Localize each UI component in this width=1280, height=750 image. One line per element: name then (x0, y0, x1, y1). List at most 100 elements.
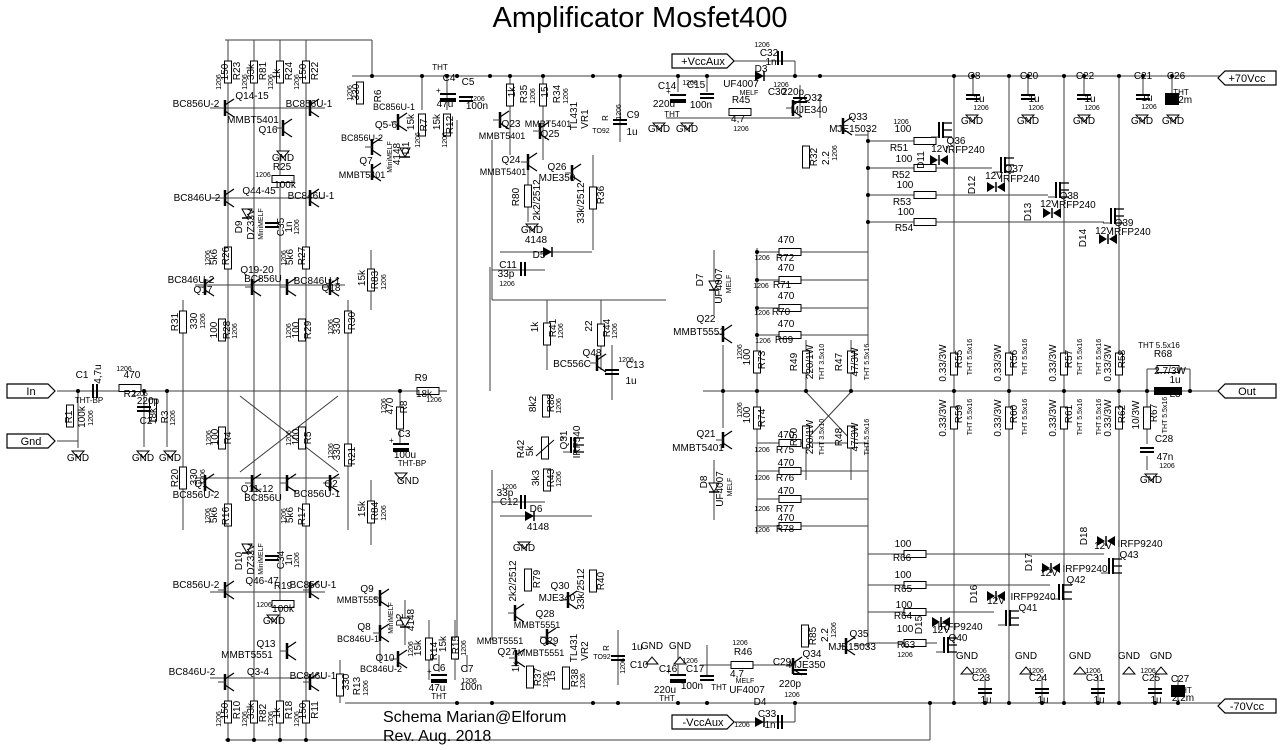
transistor (251, 277, 262, 285)
schematic-label: MJE15033 (828, 642, 876, 653)
schematic-label: 10/3W (1131, 400, 1142, 429)
schematic-label: 4,7 (731, 114, 745, 125)
schematic-label: BC846U-1 (288, 191, 335, 202)
schematic-label: D11 (916, 151, 927, 169)
electrolytic-capacitor (1171, 685, 1185, 697)
schematic-label: C25 (1142, 673, 1161, 684)
schematic-label: 1206 (612, 323, 619, 339)
resistor (802, 145, 810, 169)
schematic-label: Q19-20 (240, 265, 274, 276)
schematic-label: 1n (284, 554, 295, 565)
schematic-label: 1206 (205, 250, 212, 266)
schematic-label: R81 (258, 61, 269, 80)
resistor (778, 276, 802, 284)
credit-author: Schema Marian@Elforum (383, 709, 567, 726)
gnd-icon (1134, 114, 1150, 123)
schematic-label: 47n (1157, 452, 1174, 463)
schematic-label: DZ33V (246, 543, 257, 574)
schematic-label: R29 (303, 320, 314, 339)
schematic-label: 5k (525, 445, 536, 457)
schematic-label: GND (513, 543, 535, 554)
schematic-label: R1 (64, 410, 75, 423)
transistor (309, 200, 320, 208)
gnd-icon (70, 450, 86, 459)
schematic-label: 3k3 (531, 470, 542, 487)
schematic-label: 1u (973, 94, 984, 105)
schematic-label: Q34 (803, 649, 822, 660)
schematic-label: MMBT5551 (518, 648, 565, 658)
transistor (309, 684, 320, 692)
resistor (224, 700, 232, 724)
schematic-label: D18 (1079, 526, 1090, 545)
zener-pair-icon (1107, 536, 1115, 546)
schematic-label: GND (1131, 116, 1153, 127)
schematic-label: 1k (507, 86, 518, 98)
schematic-label: C8 (968, 71, 981, 82)
schematic-label: GND (1015, 651, 1037, 662)
schematic-label: C22 (1076, 71, 1095, 82)
transistor (567, 590, 578, 598)
schematic-label: 1u (1028, 94, 1039, 105)
resistor (847, 425, 855, 449)
schematic-label: 33k/2512 (576, 182, 587, 224)
schematic-label: 1206 (1028, 668, 1044, 675)
schematic-label: 470 (778, 458, 795, 469)
terminal-in (6, 383, 56, 399)
schematic-label: C4 (443, 73, 456, 84)
polar-capacitor (431, 679, 447, 683)
resistor (224, 60, 232, 84)
schematic-label: 220/1W (805, 419, 816, 454)
schematic-label: Q5-6 (375, 120, 398, 131)
junction-dot (490, 701, 494, 705)
schematic-label: 330 (332, 443, 343, 460)
resistor (298, 426, 306, 450)
schematic-label: GND (272, 153, 294, 164)
schematic-label: TO92 (593, 654, 610, 661)
schematic-label: GND (1073, 116, 1095, 127)
schematic-label: BC846U-1 (337, 634, 379, 644)
schematic-label: 0.33/3W (1048, 344, 1059, 382)
transistor (329, 473, 340, 481)
resistor (1060, 352, 1068, 376)
schematic-label: MMBT5401 (339, 170, 386, 180)
schematic-label: R32 (809, 147, 820, 166)
schematic-label: 0.33/3W (993, 399, 1004, 437)
schematic-label: C11 (499, 260, 517, 271)
schematic-label: R61 (1064, 404, 1075, 423)
transistor (251, 289, 262, 297)
zener-pair-icon (930, 155, 938, 165)
schematic-label: D6 (530, 504, 543, 515)
schematic-label: 1206 (294, 219, 301, 235)
schematic-label: D12 (967, 175, 978, 194)
junction-dot (278, 738, 282, 742)
schematic-label: 15k (406, 113, 417, 130)
schematic-label: Q17 (194, 285, 213, 296)
schematic-label: Q48 (583, 348, 602, 359)
schematic-label: 12V (1040, 568, 1058, 579)
schematic-label: 220p (782, 87, 805, 98)
resistor (451, 636, 459, 660)
junction-dot (488, 74, 492, 78)
zener-pair-icon (1097, 536, 1105, 546)
schematic-label: 1u (980, 695, 991, 706)
junction-dot (370, 74, 374, 78)
schematic-label: R66 (893, 553, 912, 564)
schematic-label: 1k (530, 321, 541, 333)
schematic-label: 1n (764, 720, 775, 731)
schematic-label: GND (1140, 475, 1162, 486)
schematic-label: BC846U-2 (174, 193, 221, 204)
schematic-label: 4148 (525, 235, 548, 246)
schematic-label: R88 (546, 393, 557, 412)
terminal-gnd (6, 433, 56, 449)
schematic-label: R54 (895, 223, 914, 234)
gnd-icon (275, 150, 291, 159)
schematic-label: D8 (699, 475, 710, 488)
resistor (1115, 406, 1123, 430)
polar-capacitor (670, 99, 686, 103)
schematic-label: Q18 (322, 283, 341, 294)
junction-dot (952, 389, 956, 393)
schematic-label: UF4007 (723, 79, 759, 90)
schematic-label: MELF (726, 275, 733, 294)
junction-dot (591, 701, 595, 705)
schematic-label: THT 3.5x10 (819, 419, 826, 456)
